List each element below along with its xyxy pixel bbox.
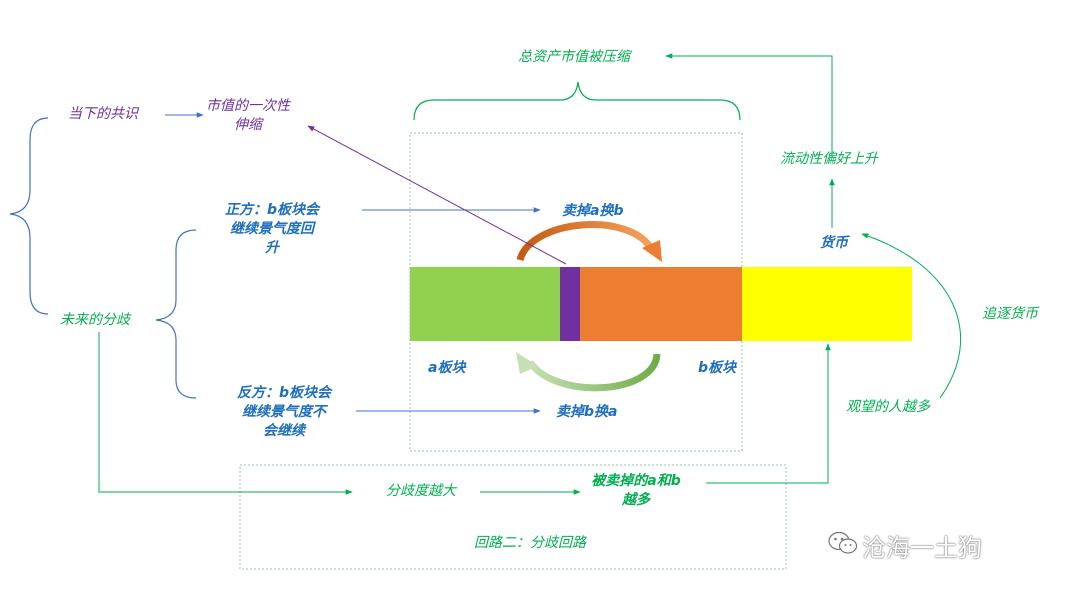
right-inner-brace bbox=[155, 229, 197, 399]
sold-line2: 越多 bbox=[622, 492, 650, 508]
negative-line1: 反方：b板块会 bbox=[236, 385, 332, 401]
positive-view-label: 正方：b板块会 继续景气度回 升 bbox=[214, 201, 330, 258]
sell-a-buy-b-label: 卖掉a换b bbox=[562, 203, 624, 219]
total-assets-label: 总资产市值被压缩 bbox=[518, 49, 630, 65]
sold-line1: 被卖掉的a和b bbox=[591, 473, 681, 489]
divergence-larger-label: 分歧度越大 bbox=[386, 483, 456, 499]
arrow-liquidity-to-total bbox=[665, 53, 833, 158]
purple-strip bbox=[560, 267, 580, 341]
curved-arrow-sell-b-icon bbox=[527, 353, 661, 392]
top-brace bbox=[413, 81, 741, 121]
positive-line3: 升 bbox=[265, 240, 279, 256]
negative-line3: 会继续 bbox=[263, 423, 305, 439]
market-cap-line1: 市值的一次性 bbox=[206, 98, 290, 114]
sector-b-label: b板块 bbox=[698, 360, 737, 376]
liquidity-label: 流动性偏好上升 bbox=[780, 151, 878, 167]
sector-a-block bbox=[410, 267, 560, 341]
market-cap-line2: 伸缩 bbox=[234, 117, 262, 133]
curved-arrow-sell-a-head-icon bbox=[642, 240, 662, 262]
loop-two-frame bbox=[239, 464, 787, 570]
market-cap-label: 市值的一次性 伸缩 bbox=[206, 97, 290, 135]
arrow-sold-to-bar bbox=[706, 343, 831, 484]
sector-b-block bbox=[580, 267, 742, 341]
positive-line1: 正方：b板块会 bbox=[224, 202, 320, 218]
arrow-divergence-down bbox=[98, 332, 353, 495]
arrow-chase-currency bbox=[861, 233, 962, 399]
future-divergence-label: 未来的分歧 bbox=[60, 312, 130, 328]
sold-ab-label: 被卖掉的a和b 越多 bbox=[578, 472, 694, 510]
curved-arrow-sell-a-icon bbox=[516, 221, 656, 262]
left-outer-brace bbox=[9, 117, 49, 315]
currency-block bbox=[742, 267, 912, 341]
negative-view-label: 反方：b板块会 继续景气度不 会继续 bbox=[226, 384, 342, 441]
current-consensus-label: 当下的共识 bbox=[68, 106, 138, 122]
arrow-strip-to-marketcap bbox=[307, 125, 567, 265]
chase-currency-label: 追逐货币 bbox=[982, 306, 1038, 322]
positive-line2: 继续景气度回 bbox=[230, 221, 314, 237]
sector-a-label: a板块 bbox=[428, 360, 466, 376]
currency-label: 货币 bbox=[820, 235, 848, 251]
wechat-icon bbox=[828, 531, 858, 554]
watermark: 沧海一土狗 bbox=[862, 534, 982, 562]
wait-and-see-label: 观望的人越多 bbox=[846, 399, 930, 415]
loop-two-label: 回路二：分歧回路 bbox=[474, 535, 586, 551]
negative-line2: 继续景气度不 bbox=[242, 404, 326, 420]
curved-arrow-sell-b-head-icon bbox=[516, 352, 538, 374]
sell-b-buy-a-label: 卖掉b换a bbox=[556, 404, 618, 420]
